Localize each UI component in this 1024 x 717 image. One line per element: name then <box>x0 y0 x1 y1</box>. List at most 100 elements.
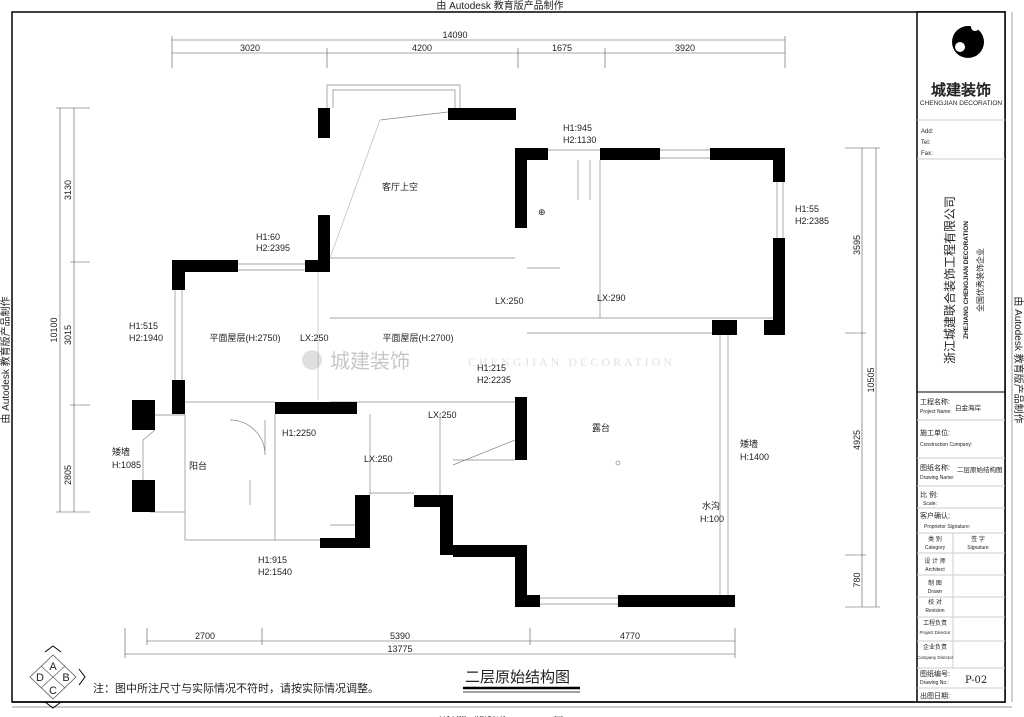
low-wall-height: H:1085 <box>112 460 141 470</box>
project-name-label-en: Project Name: <box>920 409 952 415</box>
annotation: H2:2395 <box>256 243 290 253</box>
issue-date-label: 出图日期: <box>920 691 950 700</box>
annotation: H2:2385 <box>795 216 829 226</box>
title-block: 城建装饰 CHENGJIAN DECORATION Add: Tel: Fax:… <box>916 11 1006 703</box>
dim-label: 3595 <box>852 235 862 255</box>
annotation: LX:250 <box>300 333 329 343</box>
annotation: H1:60 <box>256 232 280 242</box>
category-label: 类 别 <box>928 535 942 543</box>
dim-bottom-total: 13775 <box>387 644 412 654</box>
low-wall-height: H:1400 <box>740 452 769 462</box>
logo-text-en: CHENGJIAN DECORATION <box>920 100 1003 107</box>
dim-label: 2805 <box>63 465 73 485</box>
dim-label: 4925 <box>852 430 862 450</box>
compass-d: D <box>36 672 44 684</box>
walls <box>132 108 785 607</box>
dim-label: 4200 <box>412 43 432 53</box>
scale-label: 比 例: <box>920 490 938 499</box>
role-label: 制 图 <box>928 579 942 587</box>
watermark-brand-en: CHENGJIAN DECORATION <box>468 355 675 369</box>
drawing-number-label: 图纸编号: <box>920 669 950 678</box>
role-label: 工程负责 <box>923 619 947 627</box>
dim-top-total: 14090 <box>442 30 467 40</box>
role-label-en: Project Director <box>919 630 951 635</box>
role-label: 企业负责 <box>923 643 947 651</box>
company-name-en: ZHEJIANG CHENGJIAN DECORATION <box>963 221 970 339</box>
scale-label-en: Scale: <box>923 501 937 507</box>
brand-logo-icon <box>302 350 322 370</box>
autodesk-stamp-left: 由 Autodesk 教育版产品制作 <box>0 296 12 423</box>
drain-label: 水沟 <box>702 500 720 511</box>
fax-label: Fax: <box>921 151 933 157</box>
signature-label: 签 字 <box>971 535 985 543</box>
role-rows: 设 计 师 Architect 制 图 Drawn 校 对 Revision 工… <box>917 557 1005 669</box>
logo-text-cn: 城建装饰 <box>931 81 991 99</box>
low-wall-label: 矮墙 <box>112 446 130 457</box>
autodesk-stamp-bottom: 由 Autodesk 教育版产品制作 <box>436 714 563 717</box>
annotation: LX:290 <box>597 293 626 303</box>
room-outlines <box>142 84 785 605</box>
annotation: H2:1130 <box>563 135 596 145</box>
construction-label: 施工单位: <box>920 428 950 437</box>
room-labels: 客厅上空 平面屋层(H:2750) 平面屋层(H:2700) 阳台 露台 ⊕ 矮… <box>112 181 769 524</box>
project-name-label: 工程名称: <box>920 397 950 406</box>
drawing-name-label-en: Drawing Name: <box>920 475 954 481</box>
drawing-name-label: 图纸名称: <box>920 463 950 472</box>
room-roof-left: 平面屋层(H:2750) <box>209 333 280 343</box>
role-label-en: Company Director <box>917 655 954 660</box>
add-label: Add: <box>921 129 934 135</box>
dim-right-total: 10505 <box>866 367 876 392</box>
room-balcony: 阳台 <box>189 460 207 471</box>
dim-label: 3015 <box>63 325 73 345</box>
tel-label: Tel: <box>921 140 931 146</box>
compass-a: A <box>49 661 57 673</box>
annotation: LX:250 <box>428 410 457 420</box>
right-dimensions: 3595 10505 4925 780 <box>845 147 880 608</box>
role-label-en: Architect <box>925 567 945 573</box>
signature-label-en: Signature <box>967 545 989 551</box>
drawing-title: 二层原始结构图 <box>465 669 570 686</box>
company-logo-icon <box>952 26 984 58</box>
annotation: H2:1540 <box>258 567 292 577</box>
annotation: H2:1940 <box>129 333 163 343</box>
drawing-name-value: 二层原始结构图 <box>957 465 1003 474</box>
autodesk-stamp-right: 由 Autodesk 教育版产品制作 <box>1012 296 1024 423</box>
window-annotations: H1:945 H2:1130 H1:55 H2:2385 H1:60 H2:23… <box>129 123 829 577</box>
left-dimensions: 10100 3130 3015 2805 <box>49 107 90 513</box>
annotation: H1:2250 <box>282 428 316 438</box>
brand-watermark: 城建装饰 CHENGJIAN DECORATION <box>302 350 675 373</box>
role-label: 设 计 师 <box>924 557 945 565</box>
dim-label: 4770 <box>620 631 640 641</box>
compass-symbol: A B C D <box>29 645 86 709</box>
dim-label: 3020 <box>240 43 260 53</box>
annotation: LX:250 <box>495 296 524 306</box>
top-dimensions: 14090 3020 4200 1675 3920 <box>171 30 786 68</box>
project-name-value: 白金海岸 <box>955 403 982 412</box>
annotation: H1:945 <box>563 123 592 133</box>
annotation: H1:915 <box>258 555 287 565</box>
watermark-brand-cn: 城建装饰 <box>330 350 410 373</box>
client-label-en: Proprietor Signature: <box>924 524 970 530</box>
company-name-cn: 浙江城建联合装饰工程有限公司 <box>942 196 957 364</box>
annotation: H1:515 <box>129 321 158 331</box>
dim-label: 5390 <box>390 631 410 641</box>
dim-label: 3130 <box>63 180 73 200</box>
client-label: 客户确认: <box>920 511 950 520</box>
annotation: H1:55 <box>795 204 819 214</box>
room-roof-mid: 平面屋层(H:2700) <box>382 333 453 343</box>
annotation: LX:250 <box>364 454 393 464</box>
role-label-en: Drawn <box>928 589 943 595</box>
drawing-number-value: P-02 <box>965 675 987 686</box>
annotation: H1:215 <box>477 363 506 373</box>
dim-label: 1675 <box>552 43 572 53</box>
drawing-note: 注：图中所注尺寸与实际情况不符时，请按实际情况调整。 <box>93 681 379 695</box>
compass-c: C <box>49 685 57 697</box>
bottom-dimensions: 2700 5390 4770 13775 <box>124 628 736 658</box>
room-terrace: 露台 <box>592 422 610 433</box>
dim-label: 780 <box>852 572 862 587</box>
autodesk-stamp-top: 由 Autodesk 教育版产品制作 <box>436 0 563 12</box>
compass-b: B <box>62 672 69 684</box>
annotation: H2:2235 <box>477 375 511 385</box>
dim-label: 2700 <box>195 631 215 641</box>
